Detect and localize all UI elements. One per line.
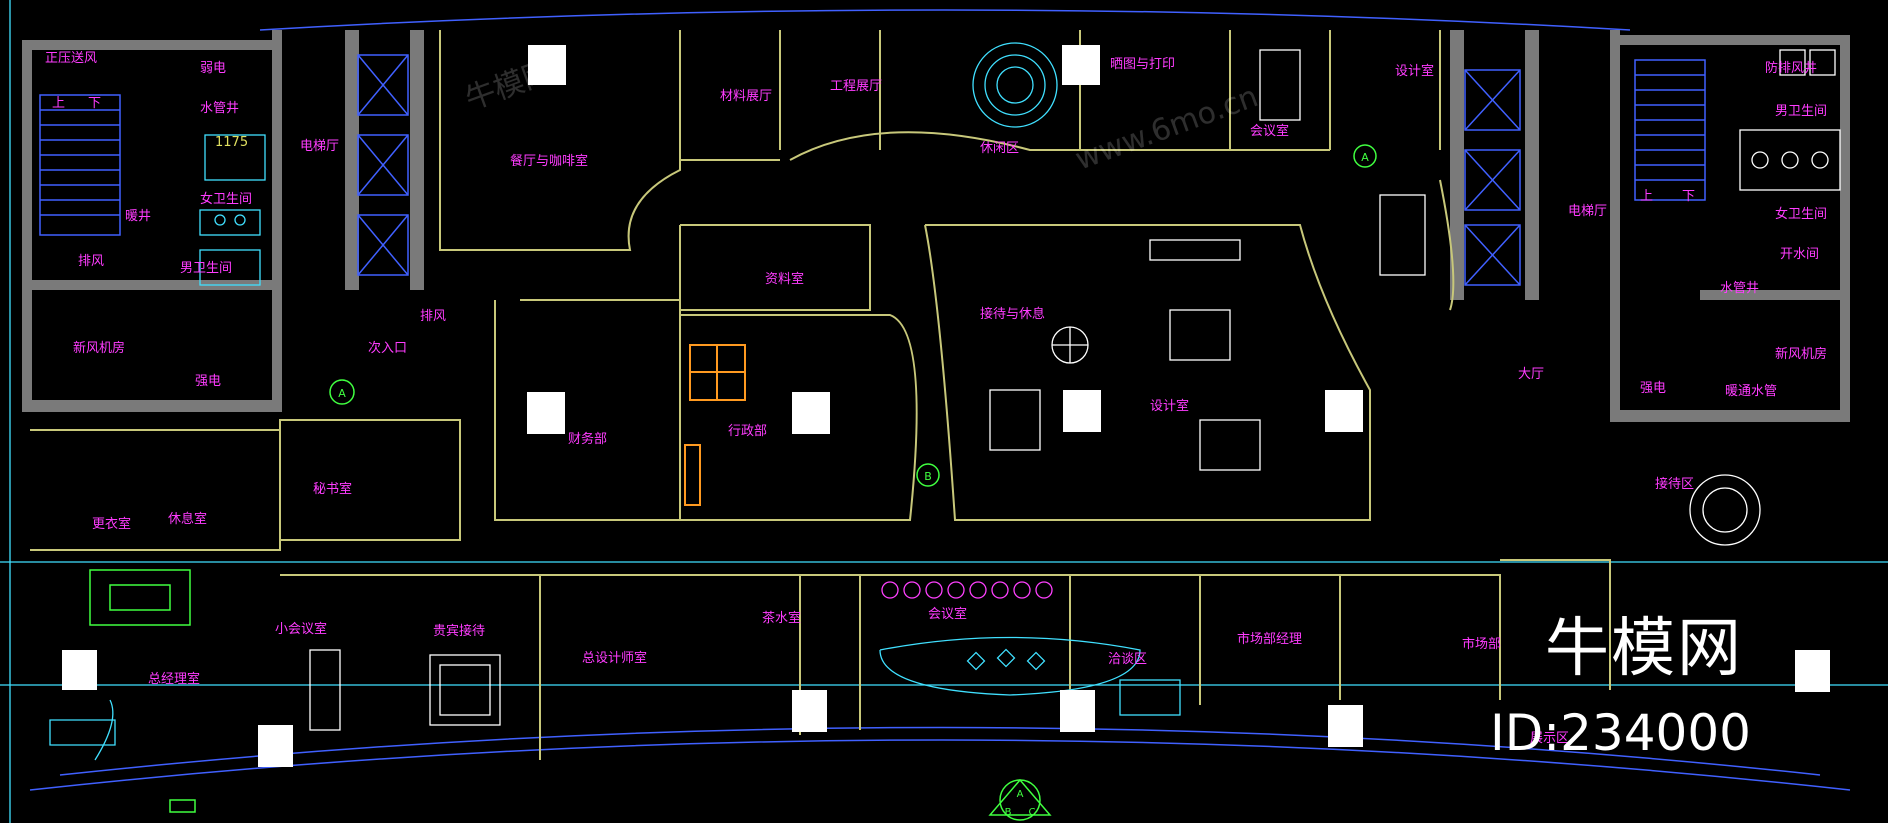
label-dim-1175: 1175 (215, 135, 248, 150)
stair-left (39, 94, 121, 236)
leisure-spiral-seating (972, 42, 1058, 128)
label-rest-room: 休息室 (168, 511, 207, 527)
label-vip-reception: 贵宾接待 (433, 623, 485, 639)
label-hvac-pipe: 暖通水管 (1725, 384, 1777, 399)
compass-marker: A B C (988, 778, 1052, 821)
label-strong-elec-left: 强电 (195, 374, 221, 389)
label-down-right: 下 (1682, 189, 1695, 204)
admin-orange-desks (684, 344, 746, 506)
small-meeting-table (309, 649, 341, 731)
label-pipe-well-left: 水管井 (200, 101, 239, 116)
label-print-room: 晒图与打印 (1110, 57, 1175, 72)
white-blocks (62, 45, 1830, 767)
label-elevator-hall-left: 电梯厅 (300, 139, 339, 154)
walls (22, 30, 1850, 422)
negotiation-table (1119, 679, 1181, 716)
label-reception-rest: 接待与休息 (980, 306, 1045, 322)
compass-c-text: C (1029, 807, 1036, 818)
label-pipe-well-right: 水管井 (1720, 281, 1759, 296)
label-up-left: 上 (52, 96, 65, 111)
label-mens-wc-left: 男卫生间 (180, 261, 232, 276)
label-dining-cafe: 餐厅与咖啡室 (510, 153, 588, 169)
gm-desk (49, 699, 116, 761)
compass-b-text: B (1005, 807, 1012, 818)
meeting-room-top-table (1259, 49, 1426, 276)
label-display-area: 展示区 (1530, 731, 1569, 746)
label-tea-room: 茶水室 (762, 610, 801, 626)
label-weak-elec-left: 弱电 (200, 61, 226, 76)
label-negotiation-area: 洽谈区 (1108, 652, 1147, 667)
label-fresh-air-room-left: 新风机房 (73, 340, 125, 356)
label-lobby: 大厅 (1518, 367, 1544, 382)
room-labels: 正压送风 弱电 水管井 1175 女卫生间 男卫生间 排风 暖井 上 下 电梯厅… (45, 51, 1827, 746)
label-down-left: 下 (88, 96, 101, 111)
section-marker-a-right: A (1353, 144, 1377, 168)
label-design-room-main: 设计室 (1150, 398, 1189, 414)
label-marketing-manager: 市场部经理 (1237, 631, 1302, 647)
outer-curved-wall-bottom (29, 739, 1851, 791)
label-up-right: 上 (1640, 189, 1653, 204)
label-chief-designer: 总设计师室 (582, 650, 647, 666)
marker-b-text: B (924, 470, 932, 483)
elevators-left (357, 54, 409, 276)
reception-round-rug (1689, 474, 1761, 546)
label-marketing-dept: 市场部 (1462, 636, 1501, 652)
outer-curved-wall-top (259, 9, 1631, 31)
restroom-fixtures-left (199, 134, 266, 286)
label-fresh-air-room-right: 新风机房 (1775, 346, 1827, 362)
label-fresh-air-left-top: 正压送风 (45, 51, 97, 66)
faint-watermark-brand: 牛模网 (461, 54, 558, 118)
label-material-room: 材料展厅 (720, 89, 772, 104)
label-reception-area: 接待区 (1655, 476, 1694, 492)
label-changing-room: 更衣室 (92, 516, 131, 532)
vip-carpet (429, 654, 501, 726)
compass-a-text: A (1017, 789, 1024, 800)
section-marker-b: B (916, 463, 940, 487)
label-mens-wc-right: 男卫生间 (1775, 104, 1827, 119)
label-exhaust-left: 排风 (78, 254, 104, 269)
label-leisure-area: 休闲区 (980, 141, 1019, 156)
faint-watermark-url: www.6mo.cn (1071, 79, 1263, 177)
label-exhaust-small: 排风 (420, 309, 446, 324)
label-finance-dept: 财务部 (568, 431, 607, 447)
label-elevator-hall-right: 电梯厅 (1568, 204, 1607, 219)
label-design-room-top: 设计室 (1395, 63, 1434, 79)
label-meeting-room-top: 会议室 (1250, 123, 1289, 139)
label-boiling-water: 开水间 (1780, 247, 1819, 262)
watermark-brand: 牛模网 (1545, 612, 1743, 686)
label-meeting-room-bottom: 会议室 (928, 606, 967, 622)
label-strong-elec-right: 强电 (1640, 381, 1666, 396)
restroom-fixtures-right (1739, 49, 1841, 191)
marker-a-right-text: A (1361, 151, 1369, 164)
label-womens-wc-left: 女卫生间 (200, 191, 252, 207)
label-secretary-room: 秘书室 (313, 481, 352, 497)
label-engineering-room: 工程展厅 (830, 79, 882, 94)
label-fire-exhaust-right: 防排风井 (1765, 60, 1817, 76)
label-secondary-entrance: 次入口 (368, 340, 407, 356)
interior-walls (30, 30, 1611, 760)
marker-a-left-text: A (338, 387, 346, 400)
label-elec-well-left: 暖井 (125, 209, 151, 224)
label-admin-dept: 行政部 (728, 424, 767, 439)
stair-right (1634, 59, 1706, 201)
label-general-manager: 总经理室 (148, 671, 200, 687)
meeting-chairs-top (881, 581, 1053, 599)
gm-sofa-set (89, 569, 196, 813)
watermark-id: ID:234000 (1490, 704, 1751, 762)
label-womens-wc-right: 女卫生间 (1775, 206, 1827, 222)
section-marker-a-left: A (329, 379, 355, 405)
meeting-table-bottom (879, 636, 1141, 696)
label-small-meeting: 小会议室 (275, 621, 327, 637)
design-workstations (989, 239, 1261, 471)
elevators-right (1464, 69, 1521, 286)
outer-curved-wall-bottom-inner (59, 726, 1821, 776)
label-archive-room: 资料室 (765, 271, 804, 287)
